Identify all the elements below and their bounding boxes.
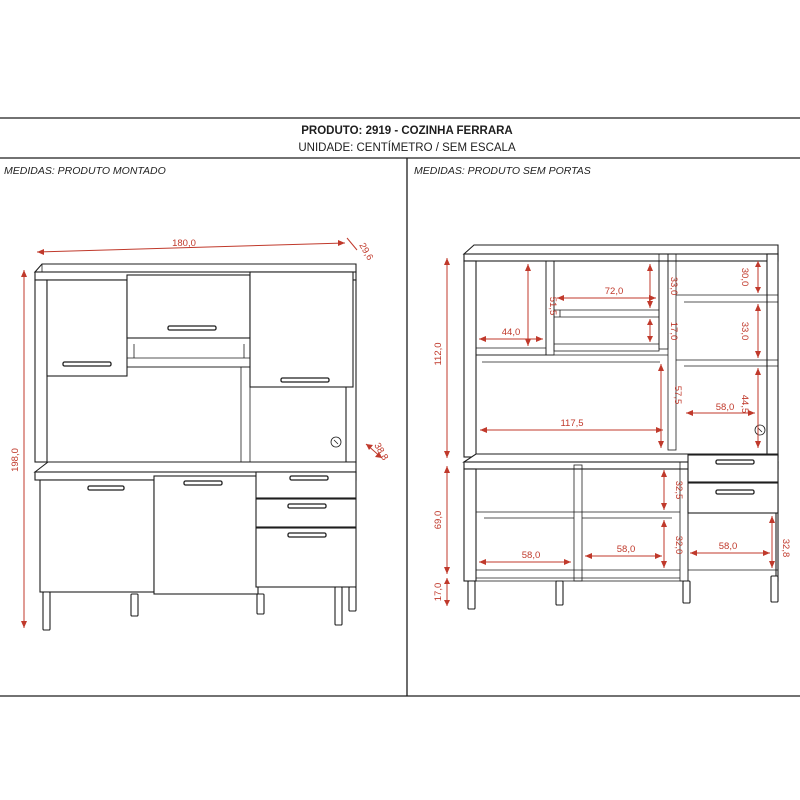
right-panel-label: MEDIDAS: PRODUTO SEM PORTAS — [414, 165, 591, 177]
handle-upper-center — [167, 325, 217, 331]
handle-upper-left — [62, 361, 112, 367]
dim-leg-height: 17,0 — [433, 583, 444, 602]
dim-depth-top: 29,6 — [356, 241, 375, 263]
dim-right-mid-height: 33,0 — [739, 322, 750, 341]
dim-open-area-height: 57,5 — [672, 386, 683, 405]
dim-right-lower-height: 44,5 — [739, 395, 750, 414]
dim-base-left-width: 58,0 — [522, 550, 541, 561]
drawer-right-1 — [687, 454, 779, 483]
base-center-door — [153, 475, 259, 595]
dim-left-niche-height: 51,5 — [547, 297, 558, 316]
product-title: PRODUTO: 2919 - COZINHA FERRARA — [301, 125, 513, 137]
dim-center-mid-height: 17,0 — [668, 322, 679, 341]
dim-left-niche-width: 44,0 — [502, 327, 521, 338]
dim-upper-height: 112,0 — [433, 342, 444, 365]
dim-drawer-width: 58,0 — [719, 541, 738, 552]
handle-upper-right — [280, 377, 330, 383]
dim-base-upper-height: 32,5 — [673, 481, 684, 500]
unit-subtitle: UNIDADE: CENTÍMETRO / SEM ESCALA — [298, 141, 516, 154]
dim-base-center-width: 58,0 — [617, 544, 636, 555]
drawer-right-2 — [687, 482, 779, 514]
base-left-door — [39, 479, 155, 593]
assembled-cabinet-drawing — [33, 263, 357, 631]
dim-right-top-height: 30,0 — [739, 268, 750, 287]
handle-base-center — [183, 480, 223, 486]
dim-height: 198,0 — [10, 448, 21, 472]
drawer-3 — [255, 527, 357, 588]
doorless-cabinet-drawing — [462, 244, 779, 610]
dim-base-height: 69,0 — [433, 511, 444, 530]
dim-base-lower-height: 32,0 — [673, 536, 684, 555]
sheet-frame — [0, 117, 800, 697]
dim-width: 180,0 — [172, 238, 196, 249]
socket-icon — [330, 436, 342, 448]
socket-icon-right — [754, 424, 766, 436]
dim-center-niche-width: 72,0 — [605, 286, 624, 297]
upper-right-door — [249, 271, 354, 388]
dim-open-area-width: 117,5 — [560, 418, 583, 429]
handle-base-left — [87, 485, 125, 491]
dim-right-lower-width: 58,0 — [716, 402, 735, 413]
left-panel-label: MEDIDAS: PRODUTO MONTADO — [4, 165, 166, 177]
drawer-2 — [255, 498, 357, 528]
dim-drawer-area-height: 32,8 — [780, 539, 791, 558]
dim-center-top-height: 33,0 — [668, 277, 679, 296]
doorless-dimensions: 112,0 69,0 17,0 51,5 44,0 72,0 33,0 17,0 — [433, 258, 791, 606]
